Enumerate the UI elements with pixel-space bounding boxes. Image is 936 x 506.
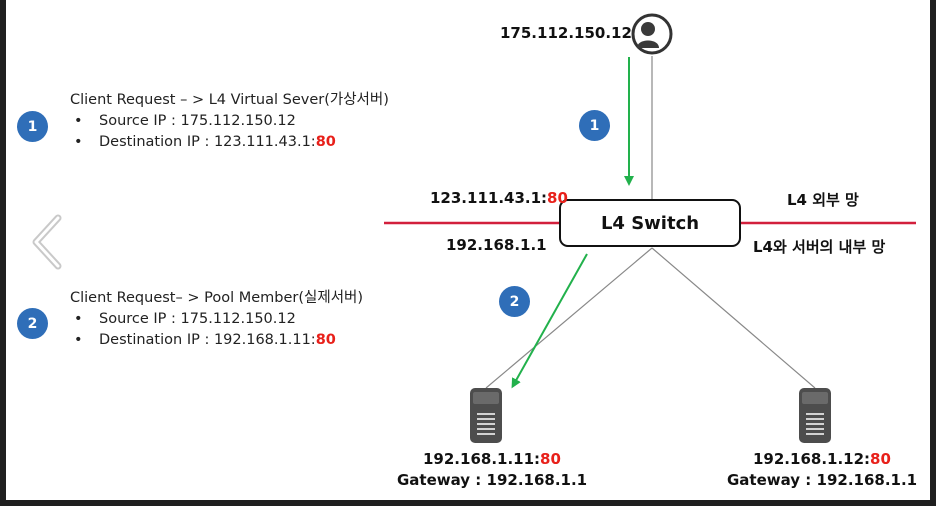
switch-internal-ip: 192.168.1.1	[446, 236, 547, 254]
server-icon	[470, 388, 502, 443]
server-1-gateway: Gateway : 192.168.1.1	[397, 471, 588, 489]
server-2-gateway: Gateway : 192.168.1.1	[727, 471, 918, 489]
user-icon	[631, 13, 673, 55]
chevron-left-icon	[32, 214, 62, 270]
viewer-frame-left	[0, 0, 6, 506]
step-2-destination-ip: Destination IP : 192.168.1.11:80	[70, 330, 363, 351]
internal-network-label: L4와 서버의 내부 망	[753, 238, 886, 256]
step-1-description: Client Request – > L4 Virtual Sever(가상서버…	[70, 90, 389, 153]
l4-switch: L4 Switch	[559, 199, 741, 247]
step-1-source-ip: Source IP : 175.112.150.12	[70, 111, 389, 132]
step-badge-2: 2	[17, 308, 48, 339]
step-2-source-ip: Source IP : 175.112.150.12	[70, 309, 363, 330]
destination-port: 80	[315, 332, 336, 348]
step-2-description: Client Request– > Pool Member(실제서버) Sour…	[70, 288, 363, 351]
server-1-link	[485, 247, 653, 389]
step-1-title: Client Request – > L4 Virtual Sever(가상서버…	[70, 92, 389, 108]
destination-port: 80	[315, 134, 336, 150]
server-1-ip: 192.168.1.11:80	[423, 450, 561, 468]
step-badge-1: 1	[17, 111, 48, 142]
viewer-frame-bottom	[0, 500, 936, 506]
l4-switch-label: L4 Switch	[600, 212, 700, 234]
viewer-frame-right	[930, 0, 936, 506]
diagram-slide	[6, 0, 930, 500]
switch-external-ip: 123.111.43.1:80	[430, 189, 568, 207]
flow-badge-1: 1	[579, 110, 610, 141]
server-2-ip: 192.168.1.12:80	[753, 450, 891, 468]
step-2-title: Client Request– > Pool Member(실제서버)	[70, 290, 364, 306]
step-1-destination-ip: Destination IP : 123.111.43.1:80	[70, 132, 389, 153]
external-network-label: L4 외부 망	[787, 191, 859, 209]
server-2-link	[651, 247, 816, 389]
previous-slide-button[interactable]	[28, 214, 68, 270]
client-ip-label: 175.112.150.12	[500, 24, 632, 42]
flow-badge-2: 2	[499, 286, 530, 317]
flow-arrow-2	[511, 253, 588, 389]
server-icon	[799, 388, 831, 443]
